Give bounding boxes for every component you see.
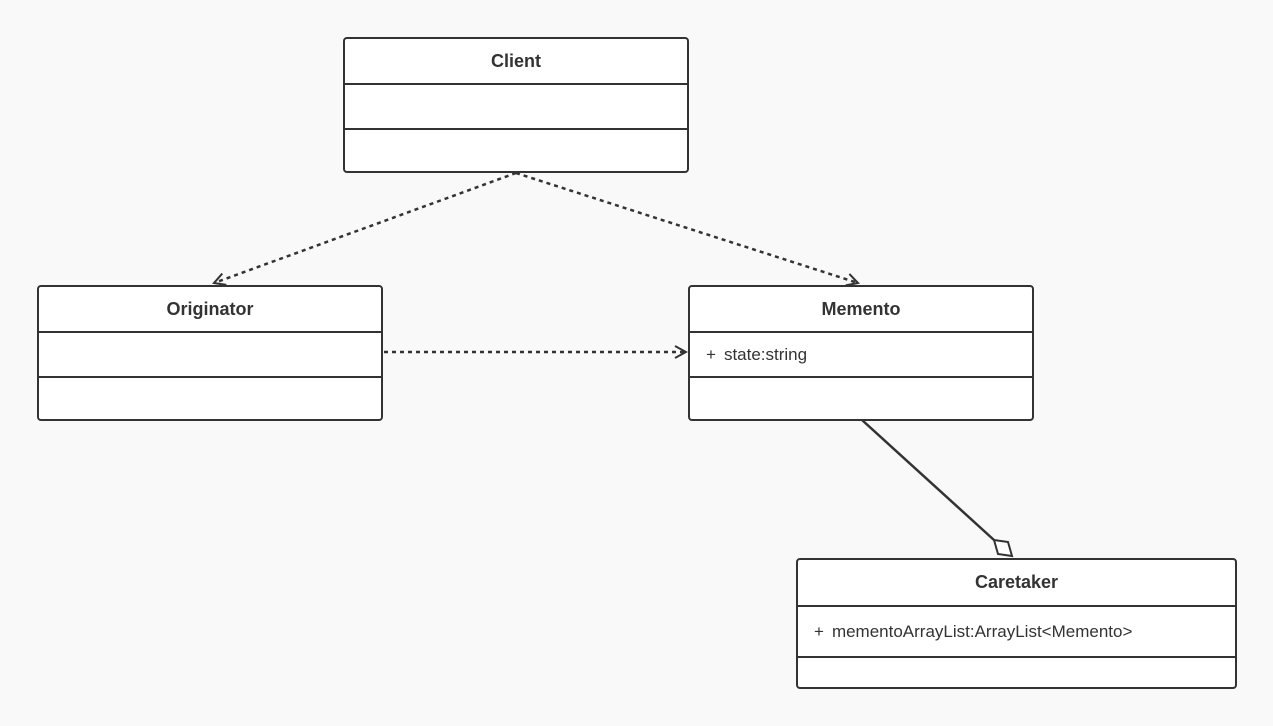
class-originator-name: Originator: [166, 298, 254, 319]
class-originator-operations: [39, 376, 381, 419]
class-originator[interactable]: Originator: [37, 285, 383, 421]
class-client-attributes: [345, 83, 687, 128]
attribute-state: state:string: [723, 344, 808, 364]
class-caretaker-attributes: + mementoArrayList:ArrayList<Memento>: [798, 605, 1235, 656]
attribute-visibility: +: [814, 621, 824, 641]
class-client-name: Client: [490, 50, 541, 71]
class-originator-attributes: [39, 331, 381, 376]
dependency-client-memento: [515, 171, 858, 283]
aggregation-line-caretaker-memento: [861, 419, 995, 541]
attribute-visibility: +: [706, 344, 716, 364]
aggregation-diamond-icon: [992, 538, 1014, 558]
class-memento-name: Memento: [821, 298, 901, 319]
class-caretaker-name: Caretaker: [974, 572, 1059, 592]
dependency-client-originator: [214, 171, 517, 283]
class-client-operations: [345, 128, 687, 171]
class-client[interactable]: Client: [343, 37, 689, 173]
class-caretaker[interactable]: Caretaker + mementoArrayList:ArrayList<M…: [796, 558, 1237, 689]
class-memento[interactable]: Memento + state:string: [688, 285, 1034, 421]
class-memento-attributes: + state:string: [690, 331, 1032, 376]
class-memento-operations: [690, 376, 1032, 419]
attribute-memento-array-list: mementoArrayList:ArrayList<Memento>: [831, 621, 1133, 641]
class-caretaker-operations: [798, 656, 1235, 687]
